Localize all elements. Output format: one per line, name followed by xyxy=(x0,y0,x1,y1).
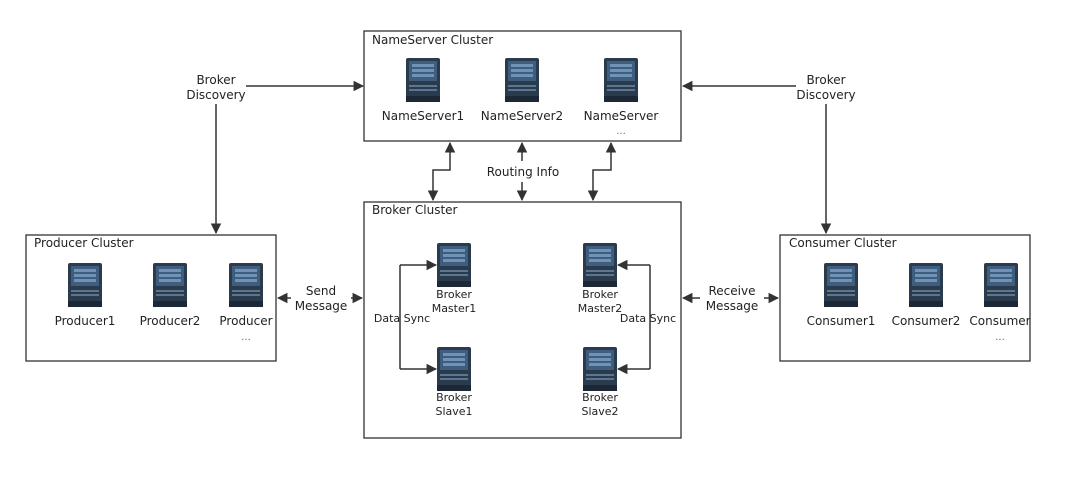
data-sync-left-label: Data Sync xyxy=(374,312,430,325)
nameserver2-server-icon xyxy=(504,57,540,103)
broker-master2-label-line1: Broker xyxy=(582,288,618,301)
broker-master2-server-icon xyxy=(582,242,618,288)
send-message-line2: Message xyxy=(295,299,348,313)
producer2-server-icon xyxy=(152,262,188,308)
broker-discovery-left-line1: Broker xyxy=(196,73,235,87)
nameserver-cluster-title: NameServer Cluster xyxy=(372,33,493,47)
consumer-cluster-title: Consumer Cluster xyxy=(789,236,897,250)
broker-slave2-label-line2: Slave2 xyxy=(581,405,618,418)
receive-message: Receive Message xyxy=(681,283,780,313)
broker-master1-server-icon xyxy=(436,242,472,288)
nameserver3-label: NameServer xyxy=(584,109,659,123)
nameserver2-label: NameServer2 xyxy=(481,109,563,123)
routing-connector-right xyxy=(587,141,617,202)
data-sync-right-label: Data Sync xyxy=(620,312,676,325)
receive-message-line2: Message xyxy=(706,299,759,313)
broker-slave1-server-icon xyxy=(436,346,472,392)
broker-discovery-left: Broker Discovery xyxy=(186,73,365,235)
nameserver1-label: NameServer1 xyxy=(382,109,464,123)
producer1-label: Producer1 xyxy=(55,314,116,328)
broker-slave1-label-line1: Broker xyxy=(436,391,472,404)
producer-cluster: Producer Cluster Producer1 Producer2 Pro… xyxy=(25,234,277,362)
send-message-line1: Send xyxy=(306,284,336,298)
consumer-ellipsis: ... xyxy=(995,332,1005,343)
consumer2-server-icon xyxy=(908,262,944,308)
broker-master1-label-line2: Master1 xyxy=(432,302,477,315)
send-message: Send Message xyxy=(276,283,364,313)
routing-info-label: Routing Info xyxy=(487,165,560,179)
receive-message-line1: Receive xyxy=(709,284,756,298)
nameserver3-server-icon xyxy=(603,57,639,103)
consumer3-label: Consumer xyxy=(969,314,1030,328)
broker-discovery-left-line2: Discovery xyxy=(186,88,245,102)
nameserver1-server-icon xyxy=(405,57,441,103)
producer-cluster-title: Producer Cluster xyxy=(34,236,134,250)
producer3-label: Producer xyxy=(219,314,272,328)
broker-slave1-label-line2: Slave1 xyxy=(435,405,472,418)
broker-discovery-right: Broker Discovery xyxy=(681,73,856,235)
consumer2-label: Consumer2 xyxy=(892,314,961,328)
broker-slave2-server-icon xyxy=(582,346,618,392)
producer3-server-icon xyxy=(228,262,264,308)
consumer1-server-icon xyxy=(823,262,859,308)
broker-discovery-right-line1: Broker xyxy=(806,73,845,87)
routing-connector-left xyxy=(427,141,456,202)
broker-slave2-label-line1: Broker xyxy=(582,391,618,404)
consumer-cluster: Consumer Cluster Consumer1 Consumer2 Con… xyxy=(779,234,1031,362)
nameserver-cluster: NameServer Cluster NameServer1 NameServe… xyxy=(363,30,682,142)
broker-cluster-title: Broker Cluster xyxy=(372,203,458,217)
broker-master1-label-line1: Broker xyxy=(436,288,472,301)
producer-ellipsis: ... xyxy=(241,332,251,343)
nameserver-ellipsis: ... xyxy=(616,126,626,137)
broker-discovery-right-line2: Discovery xyxy=(796,88,855,102)
routing-info-connectors: Routing Info xyxy=(427,141,617,202)
broker-cluster: Broker Cluster Broker Master1 Broker Mas… xyxy=(363,201,682,439)
producer2-label: Producer2 xyxy=(140,314,201,328)
producer1-server-icon xyxy=(67,262,103,308)
consumer1-label: Consumer1 xyxy=(807,314,876,328)
broker-master2-label-line2: Master2 xyxy=(578,302,623,315)
consumer3-server-icon xyxy=(983,262,1019,308)
